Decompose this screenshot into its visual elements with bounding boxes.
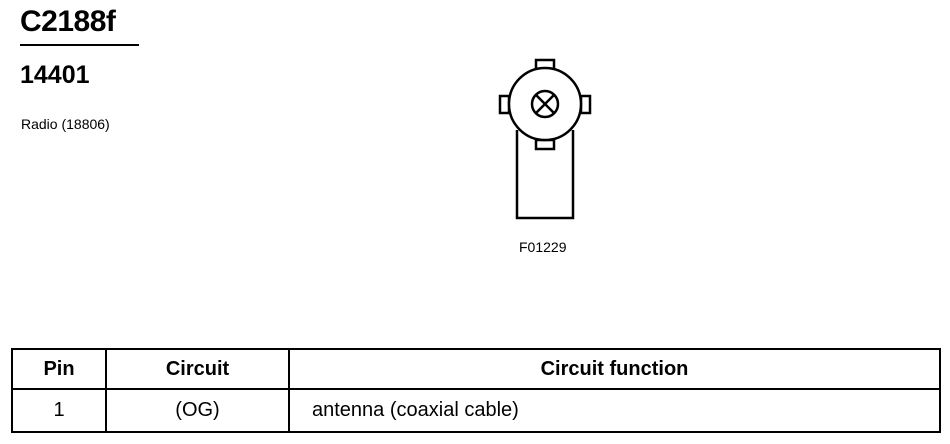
circuit-function: antenna (coaxial cable) — [288, 388, 941, 433]
connector-id-underline — [20, 44, 139, 46]
column-header-pin: Pin — [11, 348, 107, 390]
connector-shank — [515, 130, 575, 220]
column-header-circuit-function: Circuit function — [288, 348, 941, 390]
coaxial-terminal — [530, 89, 560, 119]
pin-number: 1 — [11, 388, 107, 433]
table-row: 1 (OG) antenna (coaxial cable) — [11, 388, 941, 433]
pin-table: Pin Circuit Circuit function 1 (OG) ante… — [11, 348, 941, 433]
circuit-code: (OG) — [105, 388, 290, 433]
connector-id: C2188f — [20, 5, 116, 38]
table-header-row: Pin Circuit Circuit function — [11, 348, 941, 390]
connector-tab-left — [498, 94, 511, 115]
column-header-circuit: Circuit — [105, 348, 290, 390]
component-name: Radio (18806) — [21, 116, 110, 132]
connector-face-diagram — [498, 58, 592, 220]
figure-reference: F01229 — [519, 239, 567, 255]
part-number: 14401 — [20, 61, 90, 89]
connector-key-bottom — [534, 138, 556, 151]
connector-tab-right — [579, 94, 592, 115]
